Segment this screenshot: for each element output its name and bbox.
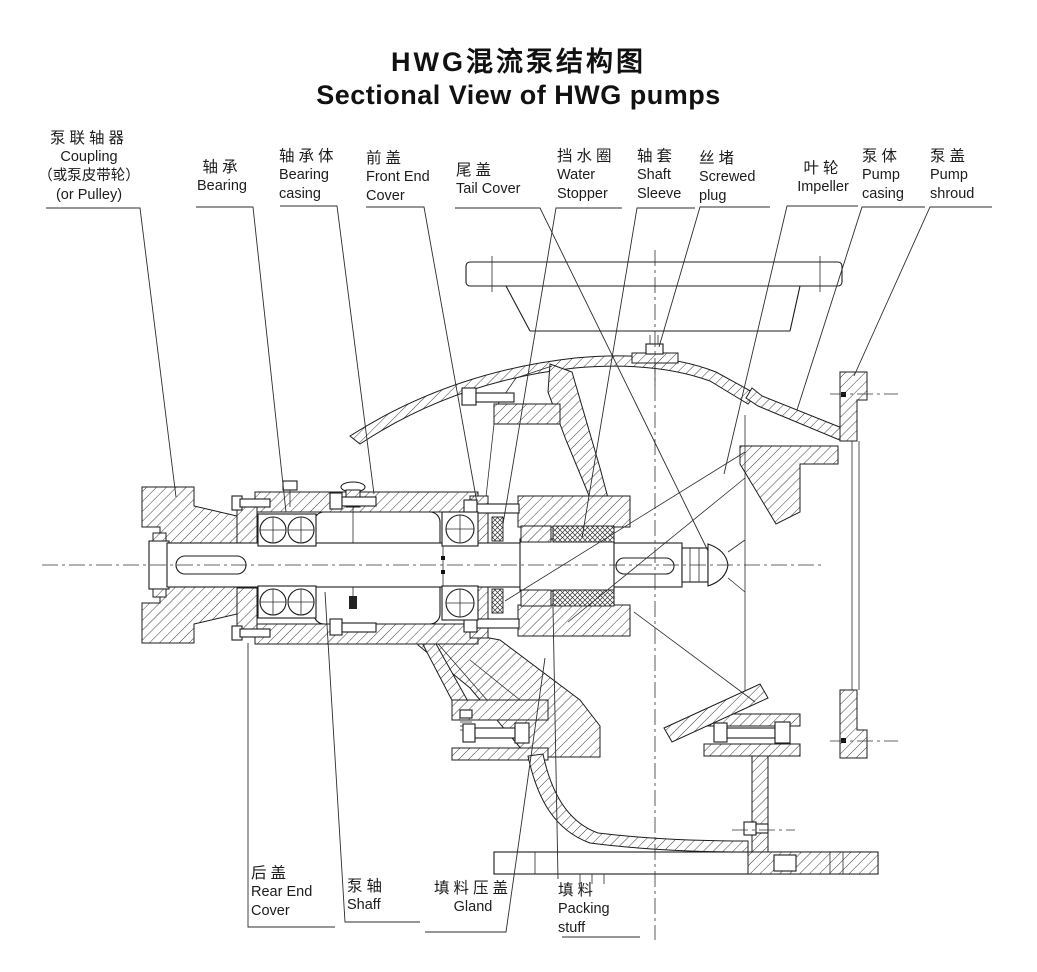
- discharge-flange: [839, 371, 868, 759]
- centerlines: [42, 250, 898, 940]
- label-line: Stopper: [557, 186, 608, 202]
- water-stopper-part: [491, 516, 504, 542]
- label-line: plug: [699, 188, 727, 204]
- label-line: 泵盖: [930, 148, 970, 165]
- label-water-stopper: 挡水圈 Water Stopper: [557, 147, 616, 204]
- label-pump-casing: 泵体 Pump casing: [862, 147, 904, 204]
- label-line: 轴承体: [279, 148, 338, 165]
- label-line: 轴承: [202, 159, 242, 176]
- label-line: 泵联轴器: [49, 130, 128, 147]
- label-line: 填料压盖: [433, 880, 512, 897]
- label-line: Water: [557, 167, 596, 183]
- label-bearing-casing: 轴承体 Bearing casing: [279, 147, 338, 204]
- label-line: Front End: [366, 169, 430, 185]
- label-gland: 填料压盖 Gland: [424, 879, 522, 917]
- impeller-part: [504, 451, 756, 703]
- label-impeller: 叶轮 Impeller: [786, 159, 860, 197]
- suction-flange: [465, 261, 843, 287]
- packing-part: [552, 525, 615, 543]
- label-line: Bearing: [197, 178, 247, 194]
- label-pump-shroud: 泵盖 Pump shroud: [930, 147, 974, 204]
- label-line: 填料: [558, 882, 598, 899]
- label-line: 挡水圈: [557, 148, 616, 165]
- label-rear-end-cover: 后盖 Rear End Cover: [251, 864, 312, 921]
- label-line: Cover: [251, 903, 290, 919]
- label-line: 泵轴: [347, 878, 387, 895]
- volute-lower-casing: [416, 625, 879, 884]
- label-coupling: 泵联轴器 Coupling （或泵皮带轮） (or Pulley): [33, 129, 145, 205]
- label-packing: 填料 Packing stuff: [558, 881, 610, 938]
- label-line: Tail Cover: [456, 181, 521, 197]
- label-line: Sleeve: [637, 186, 682, 202]
- label-line: 丝堵: [699, 150, 739, 167]
- label-line: 泵体: [862, 148, 902, 165]
- label-line: Shaff: [347, 897, 381, 913]
- label-line: Shaft: [637, 167, 671, 183]
- label-line: 前盖: [366, 150, 406, 167]
- label-bearing: 轴承 Bearing: [188, 158, 256, 196]
- label-line: 尾盖: [456, 162, 496, 179]
- label-line: casing: [279, 186, 321, 202]
- bearings: [257, 511, 479, 621]
- label-shaft-sleeve: 轴套 Shaft Sleeve: [637, 147, 681, 204]
- label-line: (or Pulley): [55, 187, 123, 203]
- label-line: 后盖: [251, 865, 291, 882]
- casing-left-wall: [547, 363, 609, 499]
- label-line: Bearing: [279, 167, 329, 183]
- label-line: 轴套: [637, 148, 677, 165]
- label-line: Rear End: [251, 884, 313, 900]
- label-line: （或泵皮带轮）: [38, 168, 140, 184]
- title-chinese: HWG混流泵结构图: [391, 47, 646, 77]
- leader-lines: [46, 205, 992, 938]
- label-screwed-plug: 丝堵 Screwed plug: [699, 149, 755, 206]
- pump-casing-body: [349, 256, 843, 695]
- label-line: shroud: [930, 186, 975, 202]
- page-title: HWG混流泵结构图 Sectional View of HWG pumps: [0, 46, 1037, 112]
- label-line: Pump: [862, 167, 900, 183]
- label-line: Coupling: [60, 149, 118, 165]
- label-line: Screwed: [699, 169, 756, 185]
- label-line: 叶轮: [803, 160, 843, 177]
- label-line: Impeller: [797, 179, 849, 195]
- gland-part: [520, 525, 552, 543]
- label-tail-cover: 尾盖 Tail Cover: [456, 161, 520, 199]
- label-line: Cover: [366, 188, 405, 204]
- label-line: Pump: [930, 167, 968, 183]
- label-line: Packing: [558, 901, 610, 917]
- label-front-end-cover: 前盖 Front End Cover: [366, 149, 430, 206]
- label-line: stuff: [558, 920, 586, 936]
- label-line: casing: [862, 186, 904, 202]
- label-shaft: 泵轴 Shaff: [347, 877, 386, 915]
- volute-shell: [527, 753, 749, 853]
- title-english: Sectional View of HWG pumps: [316, 80, 721, 110]
- label-line: Gland: [453, 899, 493, 915]
